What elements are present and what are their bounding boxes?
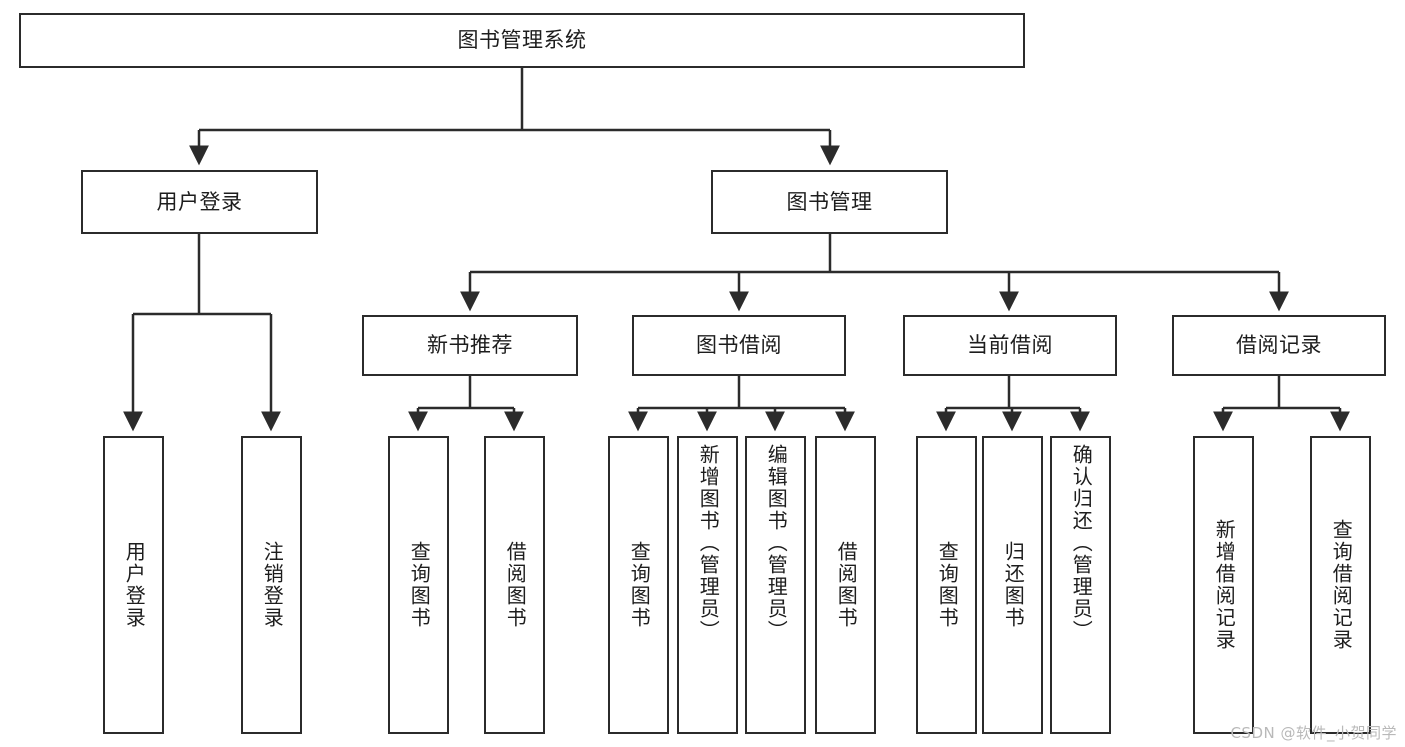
leaf-current-borrow-3-label: 确认归还（管理员） [1069, 444, 1094, 642]
leaf-borrow-records-2-label: 查询借阅记录 [1329, 519, 1354, 651]
node-borrow-records-label: 借阅记录 [1236, 333, 1322, 358]
leaf-book-borrow-2-label: 新增图书（管理员） [696, 444, 721, 642]
node-book-borrow[interactable]: 图书借阅 [632, 315, 846, 376]
leaf-user-login-2-label: 注销登录 [260, 541, 285, 629]
node-user-login[interactable]: 用户登录 [81, 170, 318, 234]
leaf-current-borrow-2-label: 归还图书 [1001, 541, 1026, 629]
node-book-borrow-label: 图书借阅 [696, 333, 782, 358]
node-book-manage[interactable]: 图书管理 [711, 170, 948, 234]
node-book-manage-label: 图书管理 [786, 189, 873, 214]
node-root-system[interactable]: 图书管理系统 [19, 13, 1025, 68]
leaf-user-login-1[interactable]: 用户登录 [103, 436, 164, 734]
node-user-login-label: 用户登录 [156, 189, 243, 214]
leaf-borrow-records-1[interactable]: 新增借阅记录 [1193, 436, 1254, 734]
leaf-user-login-1-label: 用户登录 [122, 541, 147, 629]
node-new-book-recommend-label: 新书推荐 [427, 333, 513, 358]
leaf-current-borrow-1[interactable]: 查询图书 [916, 436, 977, 734]
leaf-current-borrow-3[interactable]: 确认归还（管理员） [1050, 436, 1111, 734]
node-borrow-records[interactable]: 借阅记录 [1172, 315, 1386, 376]
leaf-borrow-records-1-label: 新增借阅记录 [1212, 519, 1237, 651]
node-current-borrow[interactable]: 当前借阅 [903, 315, 1117, 376]
leaf-book-borrow-3-label: 编辑图书（管理员） [764, 444, 789, 642]
leaf-book-borrow-4[interactable]: 借阅图书 [815, 436, 876, 734]
leaf-book-borrow-1-label: 查询图书 [627, 541, 652, 629]
node-root-system-label: 图书管理系统 [457, 28, 587, 53]
leaf-new-book-2-label: 借阅图书 [503, 541, 528, 629]
leaf-current-borrow-2[interactable]: 归还图书 [982, 436, 1043, 734]
leaf-borrow-records-2[interactable]: 查询借阅记录 [1310, 436, 1371, 734]
leaf-book-borrow-1[interactable]: 查询图书 [608, 436, 669, 734]
leaf-book-borrow-2[interactable]: 新增图书（管理员） [677, 436, 738, 734]
leaf-new-book-2[interactable]: 借阅图书 [484, 436, 545, 734]
leaf-user-login-2[interactable]: 注销登录 [241, 436, 302, 734]
node-new-book-recommend[interactable]: 新书推荐 [362, 315, 578, 376]
leaf-book-borrow-3[interactable]: 编辑图书（管理员） [745, 436, 806, 734]
node-current-borrow-label: 当前借阅 [967, 333, 1053, 358]
leaf-new-book-1[interactable]: 查询图书 [388, 436, 449, 734]
leaf-book-borrow-4-label: 借阅图书 [834, 541, 859, 629]
leaf-new-book-1-label: 查询图书 [407, 541, 432, 629]
leaf-current-borrow-1-label: 查询图书 [935, 541, 960, 629]
